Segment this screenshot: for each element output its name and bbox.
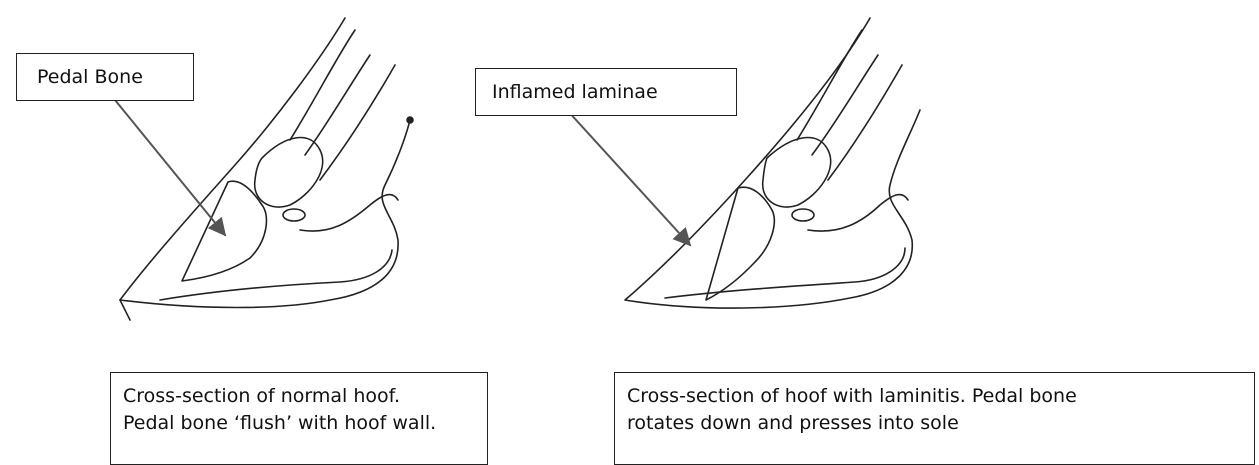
normal-heel-bulb: [300, 195, 398, 232]
pedal-bone-label-text: Pedal Bone: [37, 66, 143, 88]
laminitis-heel-bulb: [808, 195, 908, 232]
normal-tendon-line: [305, 55, 370, 155]
inflamed-laminae-arrow: [567, 110, 690, 245]
laminitis-navicular-bone: [792, 209, 814, 221]
normal-hoof-caption-line-1: Cross-section of normal hoof.: [123, 383, 475, 410]
normal-heel-dot: [407, 117, 413, 123]
laminitis-tendon-line-2: [828, 65, 902, 180]
normal-hoof-caption-line-2: Pedal bone ‘flush’ with hoof wall.: [123, 410, 475, 437]
laminitis-hoof-caption: Cross-section of hoof with laminitis. Pe…: [614, 372, 1255, 465]
laminitis-hoof-outer-wall: [625, 18, 920, 308]
inflamed-laminae-label: Inflamed laminae: [475, 68, 737, 116]
normal-hoof-tip: [120, 300, 130, 320]
laminitis-hoof-sole: [665, 248, 905, 298]
laminitis-hoof-drawing: [625, 18, 920, 308]
laminitis-long-pastern: [797, 30, 862, 140]
inflamed-laminae-label-text: Inflamed laminae: [492, 81, 658, 103]
normal-navicular-bone: [283, 209, 305, 221]
laminitis-tendon-line: [812, 55, 878, 155]
laminitis-hoof-caption-line-1: Cross-section of hoof with laminitis. Pe…: [627, 383, 1242, 410]
pedal-bone-arrow: [115, 100, 225, 235]
pedal-bone-label: Pedal Bone: [16, 53, 194, 101]
laminitis-pedal-bone-rotated: [706, 187, 774, 300]
normal-hoof-sole: [160, 250, 392, 300]
normal-coffin-joint: [255, 138, 323, 207]
laminitis-hoof-caption-line-2: rotates down and presses into sole: [627, 410, 1242, 437]
normal-tendon-line-2: [320, 65, 395, 180]
normal-hoof-caption: Cross-section of normal hoof. Pedal bone…: [110, 372, 488, 465]
normal-pedal-bone: [182, 181, 266, 281]
